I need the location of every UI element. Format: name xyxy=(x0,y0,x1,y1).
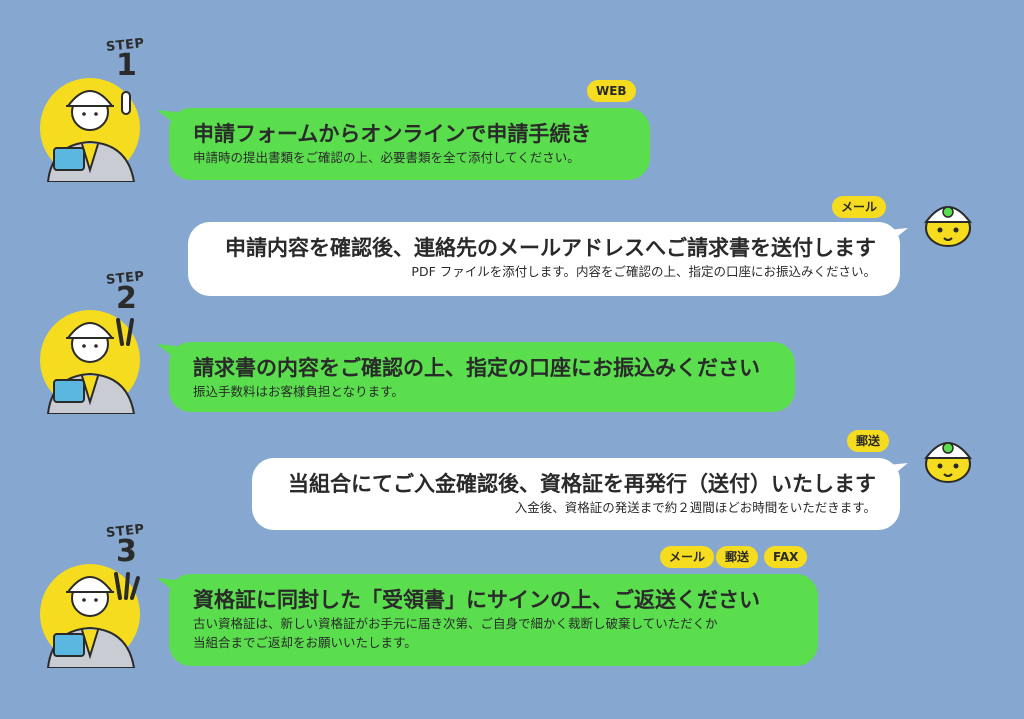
worker-avatar-icon xyxy=(40,564,140,668)
worker-avatar-icon xyxy=(40,310,140,414)
bubble-title: 資格証に同封した「受領書」にサインの上、ご返送ください xyxy=(193,588,760,612)
tag-post: 郵送 xyxy=(716,546,759,568)
bubble-subtitle: 古い資格証は、新しい資格証がお手元に届き次第、ご自身で細かく裁断し破棄していただ… xyxy=(193,616,718,631)
worker-avatar-icon xyxy=(40,78,140,182)
step-3-bubble: 資格証に同封した「受領書」にサインの上、ご返送ください 古い資格証は、新しい資格… xyxy=(169,574,818,666)
tag-email: メール xyxy=(660,546,715,568)
bubble-subtitle-2: 当組合までご返却をお願いいたします。 xyxy=(193,635,417,650)
tag-web: WEB xyxy=(587,80,636,102)
bubble-subtitle: 入金後、資格証の発送まで約２週間ほどお時間をいただきます。 xyxy=(514,500,876,515)
step-1-bubble: 申請フォームからオンラインで申請手続き 申請時の提出書類をご確認の上、必要書類を… xyxy=(169,108,650,180)
bubble-title: 申請内容を確認後、連絡先のメールアドレスへご請求書を送付します xyxy=(225,236,876,260)
step-2-number: 2 xyxy=(116,281,137,316)
tiger-mascot-icon xyxy=(924,206,972,247)
bubble-subtitle: PDF ファイルを添付します。内容をご確認の上、指定の口座にお振込みください。 xyxy=(411,264,876,279)
tiger-mascot-icon xyxy=(924,442,972,483)
reissue-bubble: 当組合にてご入金確認後、資格証を再発行（送付）いたします 入金後、資格証の発送ま… xyxy=(252,458,900,530)
bubble-subtitle: 振込手数料はお客様負担となります。 xyxy=(193,384,404,399)
bubble-title: 請求書の内容をご確認の上、指定の口座にお振込みください xyxy=(193,356,760,380)
tag-email: メール xyxy=(832,196,887,218)
step-2-bubble: 請求書の内容をご確認の上、指定の口座にお振込みください 振込手数料はお客様負担と… xyxy=(169,342,795,412)
step-3-number: 3 xyxy=(116,534,137,569)
bubble-title: 当組合にてご入金確認後、資格証を再発行（送付）いたします xyxy=(288,472,876,496)
bubble-subtitle: 申請時の提出書類をご確認の上、必要書類を全て添付してください。 xyxy=(193,150,580,165)
tag-post: 郵送 xyxy=(847,430,890,452)
step-1-number: 1 xyxy=(116,48,137,83)
tag-fax: FAX xyxy=(764,546,808,568)
bubble-title: 申請フォームからオンラインで申請手続き xyxy=(193,122,592,146)
invoice-bubble: 申請内容を確認後、連絡先のメールアドレスへご請求書を送付します PDF ファイル… xyxy=(188,222,900,296)
